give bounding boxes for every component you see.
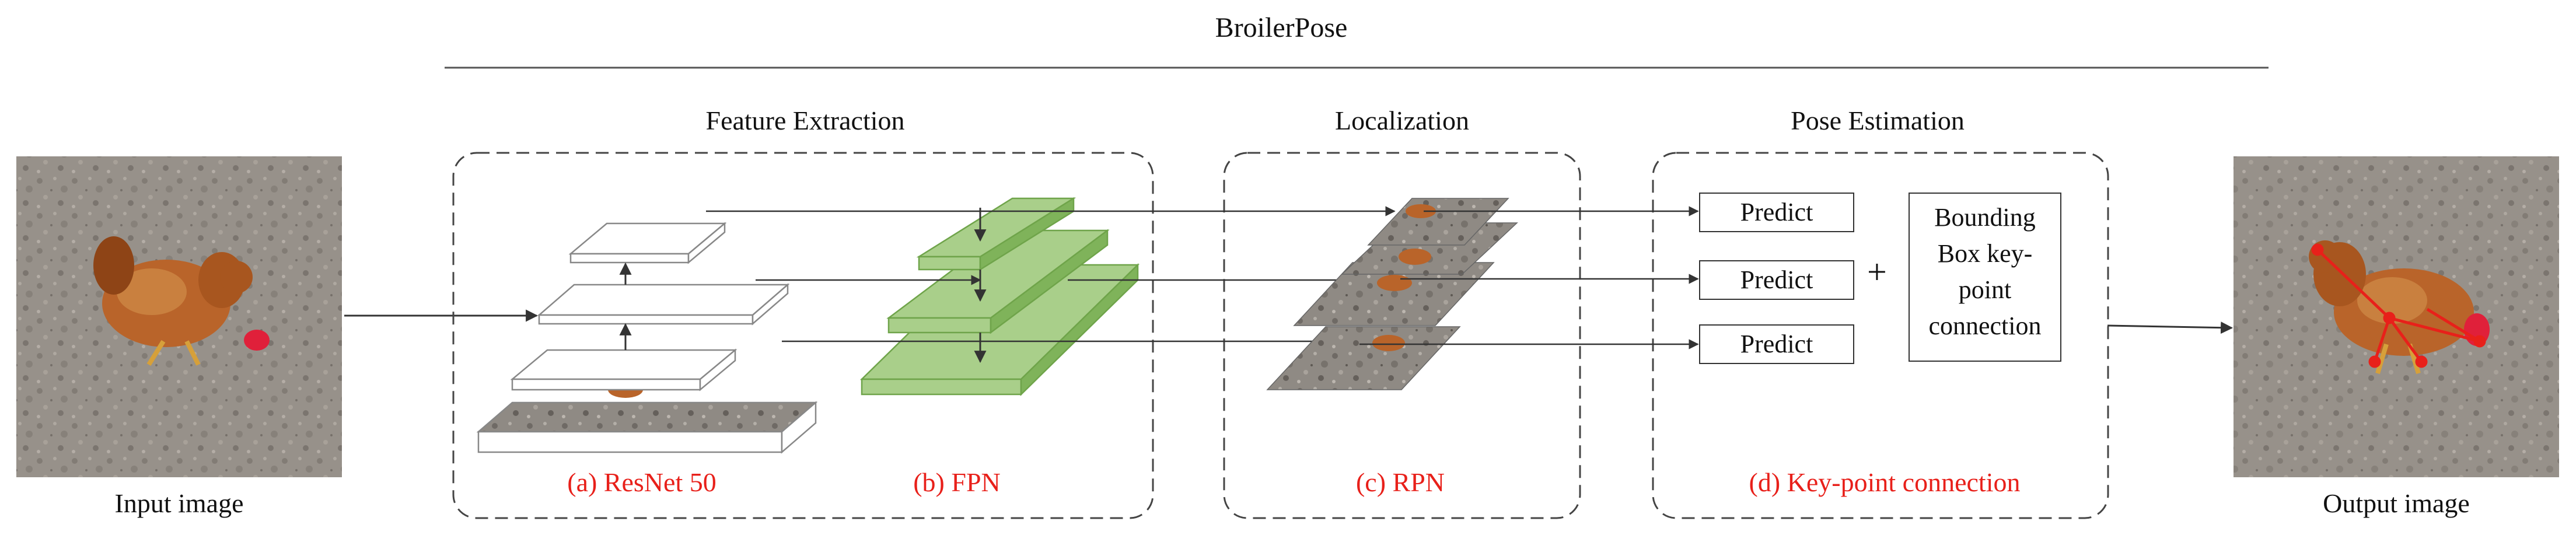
fpn-stack	[859, 197, 1140, 396]
resnet-stack	[476, 222, 818, 454]
bounding-box-keypoint-connection: Bounding Box key- point connection	[1909, 193, 2061, 362]
pose-estimation-box	[1652, 152, 2109, 519]
fpn-label: (b) FPN	[913, 467, 1001, 497]
keypoint-skeleton	[2311, 243, 2486, 368]
bbox-line-4: connection	[1928, 312, 2042, 340]
feature-extraction-box	[452, 152, 1154, 519]
input-image	[16, 156, 342, 477]
bbox-line-3: point	[1958, 275, 2012, 304]
keypoint-label: (d) Key-point connection	[1749, 467, 2021, 497]
output-image-label: Output image	[2323, 488, 2470, 518]
hen-input	[93, 236, 270, 366]
predict-box-1: Predict	[1699, 193, 1854, 232]
plus-sign: +	[1867, 253, 1887, 291]
predict-box-3: Predict	[1699, 324, 1854, 364]
bbox-line-2: Box key-	[1937, 239, 2033, 268]
section-pose-estimation: Pose Estimation	[1791, 106, 1965, 135]
rpn-stack	[1266, 198, 1518, 390]
output-image	[2234, 156, 2559, 477]
localization-box	[1223, 152, 1581, 519]
arrow-to-output	[2107, 321, 2234, 334]
rpn-label: (c) RPN	[1355, 467, 1445, 497]
resnet-label: (a) ResNet 50	[567, 467, 716, 497]
bbox-line-1: Bounding	[1934, 203, 2036, 232]
section-feature-extraction: Feature Extraction	[705, 106, 905, 135]
section-localization: Localization	[1335, 106, 1469, 135]
diagram-title: BroilerPose	[1215, 12, 1348, 43]
predict-box-2: Predict	[1699, 260, 1854, 300]
input-image-label: Input image	[114, 488, 244, 518]
